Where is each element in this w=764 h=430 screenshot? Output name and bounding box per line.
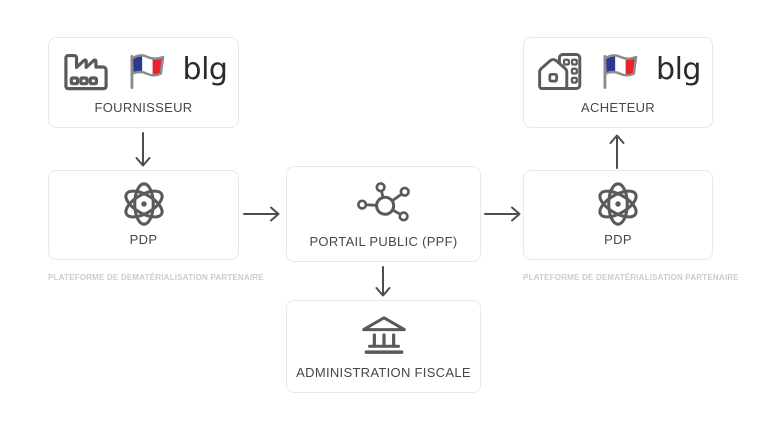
node-fournisseur: blg FOURNISSEUR xyxy=(48,37,239,128)
node-administration-fiscale: ADMINISTRATION FISCALE xyxy=(286,300,481,393)
network-hub-icon xyxy=(356,181,410,222)
blg-logo: blg xyxy=(182,52,228,87)
node-portail-public: PORTAIL PUBLIC (PPF) xyxy=(286,166,481,262)
arrow-down-portail-to-administration-icon xyxy=(375,266,391,297)
pdp-right-icons xyxy=(524,171,712,232)
pdp-right-label: PDP xyxy=(604,232,632,247)
acheteur-label: ACHETEUR xyxy=(581,100,655,115)
portail-icons xyxy=(287,167,480,234)
node-acheteur: blg ACHETEUR xyxy=(523,37,713,128)
arrow-right-portail-to-pdp-icon xyxy=(484,206,521,222)
arrow-right-pdp-to-portail-icon xyxy=(243,206,280,222)
acheteur-icons: blg xyxy=(524,38,712,100)
atom-icon xyxy=(598,182,638,226)
portail-public-label: PORTAIL PUBLIC (PPF) xyxy=(309,234,458,249)
atom-icon xyxy=(123,182,164,226)
pdp-left-icons xyxy=(49,171,238,232)
administration-fiscale-label: ADMINISTRATION FISCALE xyxy=(296,365,471,380)
administration-icons xyxy=(287,301,480,365)
fournisseur-label: FOURNISSEUR xyxy=(94,100,193,115)
factory-icon xyxy=(63,53,108,91)
pdp-left-caption: PLATEFORME DE DEMATÉRIALISATION PARTENAI… xyxy=(48,273,264,282)
pdp-left-label: PDP xyxy=(129,232,158,247)
blg-logo: blg xyxy=(656,52,701,87)
bank-icon xyxy=(361,316,406,354)
france-flag-icon xyxy=(603,53,638,89)
arrow-up-pdp-to-acheteur-icon xyxy=(609,134,625,169)
node-pdp-right: PDP xyxy=(523,170,713,260)
node-pdp-left: PDP xyxy=(48,170,239,260)
fournisseur-icons: blg xyxy=(49,38,238,100)
pdp-right-caption: PLATEFORME DE DEMATÉRIALISATION PARTENAI… xyxy=(523,273,739,282)
france-flag-icon xyxy=(130,53,164,89)
buildings-icon xyxy=(538,53,582,90)
arrow-down-fournisseur-to-pdp-icon xyxy=(135,132,151,167)
